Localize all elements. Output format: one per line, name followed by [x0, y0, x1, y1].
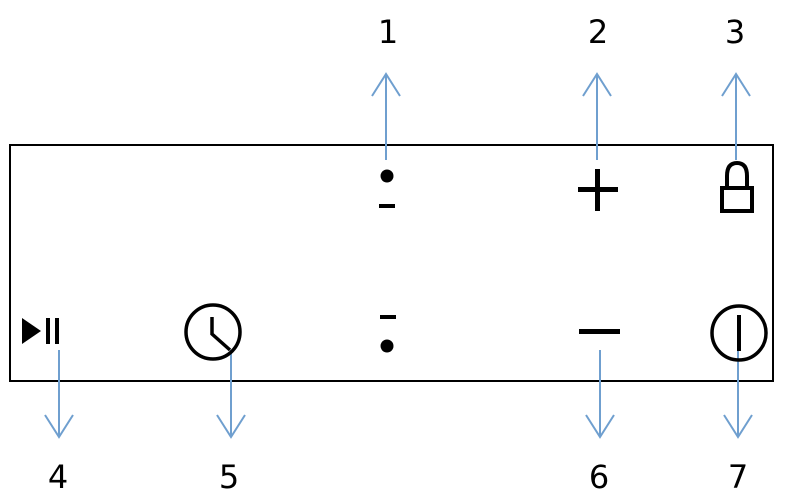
arrow-to-2 [582, 72, 612, 160]
lock-icon[interactable] [720, 160, 754, 213]
minus-icon[interactable] [579, 329, 620, 334]
play-pause-icon[interactable] [22, 318, 59, 344]
bar-dot-down-icon[interactable] [380, 315, 396, 353]
arrow-to-7 [723, 350, 753, 439]
arrow-to-5 [216, 350, 246, 439]
arrow-to-4 [44, 350, 74, 439]
callout-number-1: 1 [377, 13, 399, 51]
dot-bar-up-icon[interactable] [379, 169, 395, 209]
arrow-to-1 [371, 72, 401, 160]
callout-number-2: 2 [587, 13, 609, 51]
arrow-to-6 [585, 350, 615, 439]
plus-icon[interactable] [578, 169, 618, 211]
callout-arrows [44, 72, 753, 439]
callout-number-4: 4 [47, 458, 69, 496]
callout-number-6: 6 [588, 458, 610, 496]
power-icon[interactable] [710, 304, 768, 362]
callout-number-5: 5 [218, 458, 240, 496]
callout-number-7: 7 [727, 458, 749, 496]
callout-number-3: 3 [724, 13, 746, 51]
clock-timer-icon[interactable] [184, 303, 242, 361]
arrow-to-3 [721, 72, 751, 160]
